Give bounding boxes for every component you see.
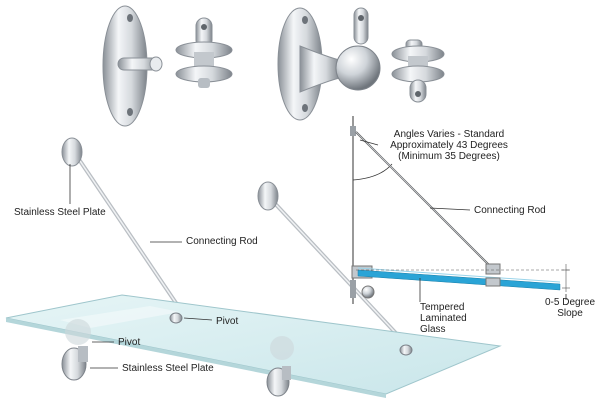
- leader-lines: [69, 139, 567, 369]
- label-glass-line-2: Laminated: [420, 313, 467, 324]
- label-glass-line-1: Tempered: [420, 302, 465, 313]
- canopy-side-elevation: [350, 116, 570, 304]
- label-angle-line-1: Angles Varies - Standard: [393, 129, 505, 140]
- label-slope-line-2: Slope: [557, 308, 583, 319]
- label-slope: 0-5 Degree Slope: [542, 297, 598, 319]
- label-slope-line-1: 0-5 Degree: [544, 297, 596, 308]
- plate-with-ball-pivot-hardware: [277, 7, 381, 121]
- label-stainless-steel-plate-top: Stainless Steel Plate: [14, 207, 106, 218]
- label-connecting-rod-right: Connecting Rod: [474, 205, 546, 216]
- glass-clamp-hardware: [175, 17, 233, 88]
- label-pivot-left: Pivot: [118, 337, 141, 348]
- label-tempered-glass: Tempered Laminated Glass: [420, 302, 467, 335]
- label-glass-line-3: Glass: [420, 324, 446, 335]
- label-angle-line-2: Approximately 43 Degrees: [390, 140, 508, 151]
- label-angle-note: Angles Varies - Standard Approximately 4…: [382, 129, 516, 162]
- label-stainless-steel-plate-bottom: Stainless Steel Plate: [122, 363, 214, 374]
- label-pivot-right: Pivot: [216, 316, 239, 327]
- glass-clamp-hardware-2: [391, 39, 445, 103]
- label-connecting-rod-left: Connecting Rod: [186, 236, 258, 247]
- plate-with-pin-hardware: [102, 5, 163, 127]
- label-angle-line-3: (Minimum 35 Degrees): [398, 151, 500, 162]
- canopy-perspective-view: [5, 137, 502, 398]
